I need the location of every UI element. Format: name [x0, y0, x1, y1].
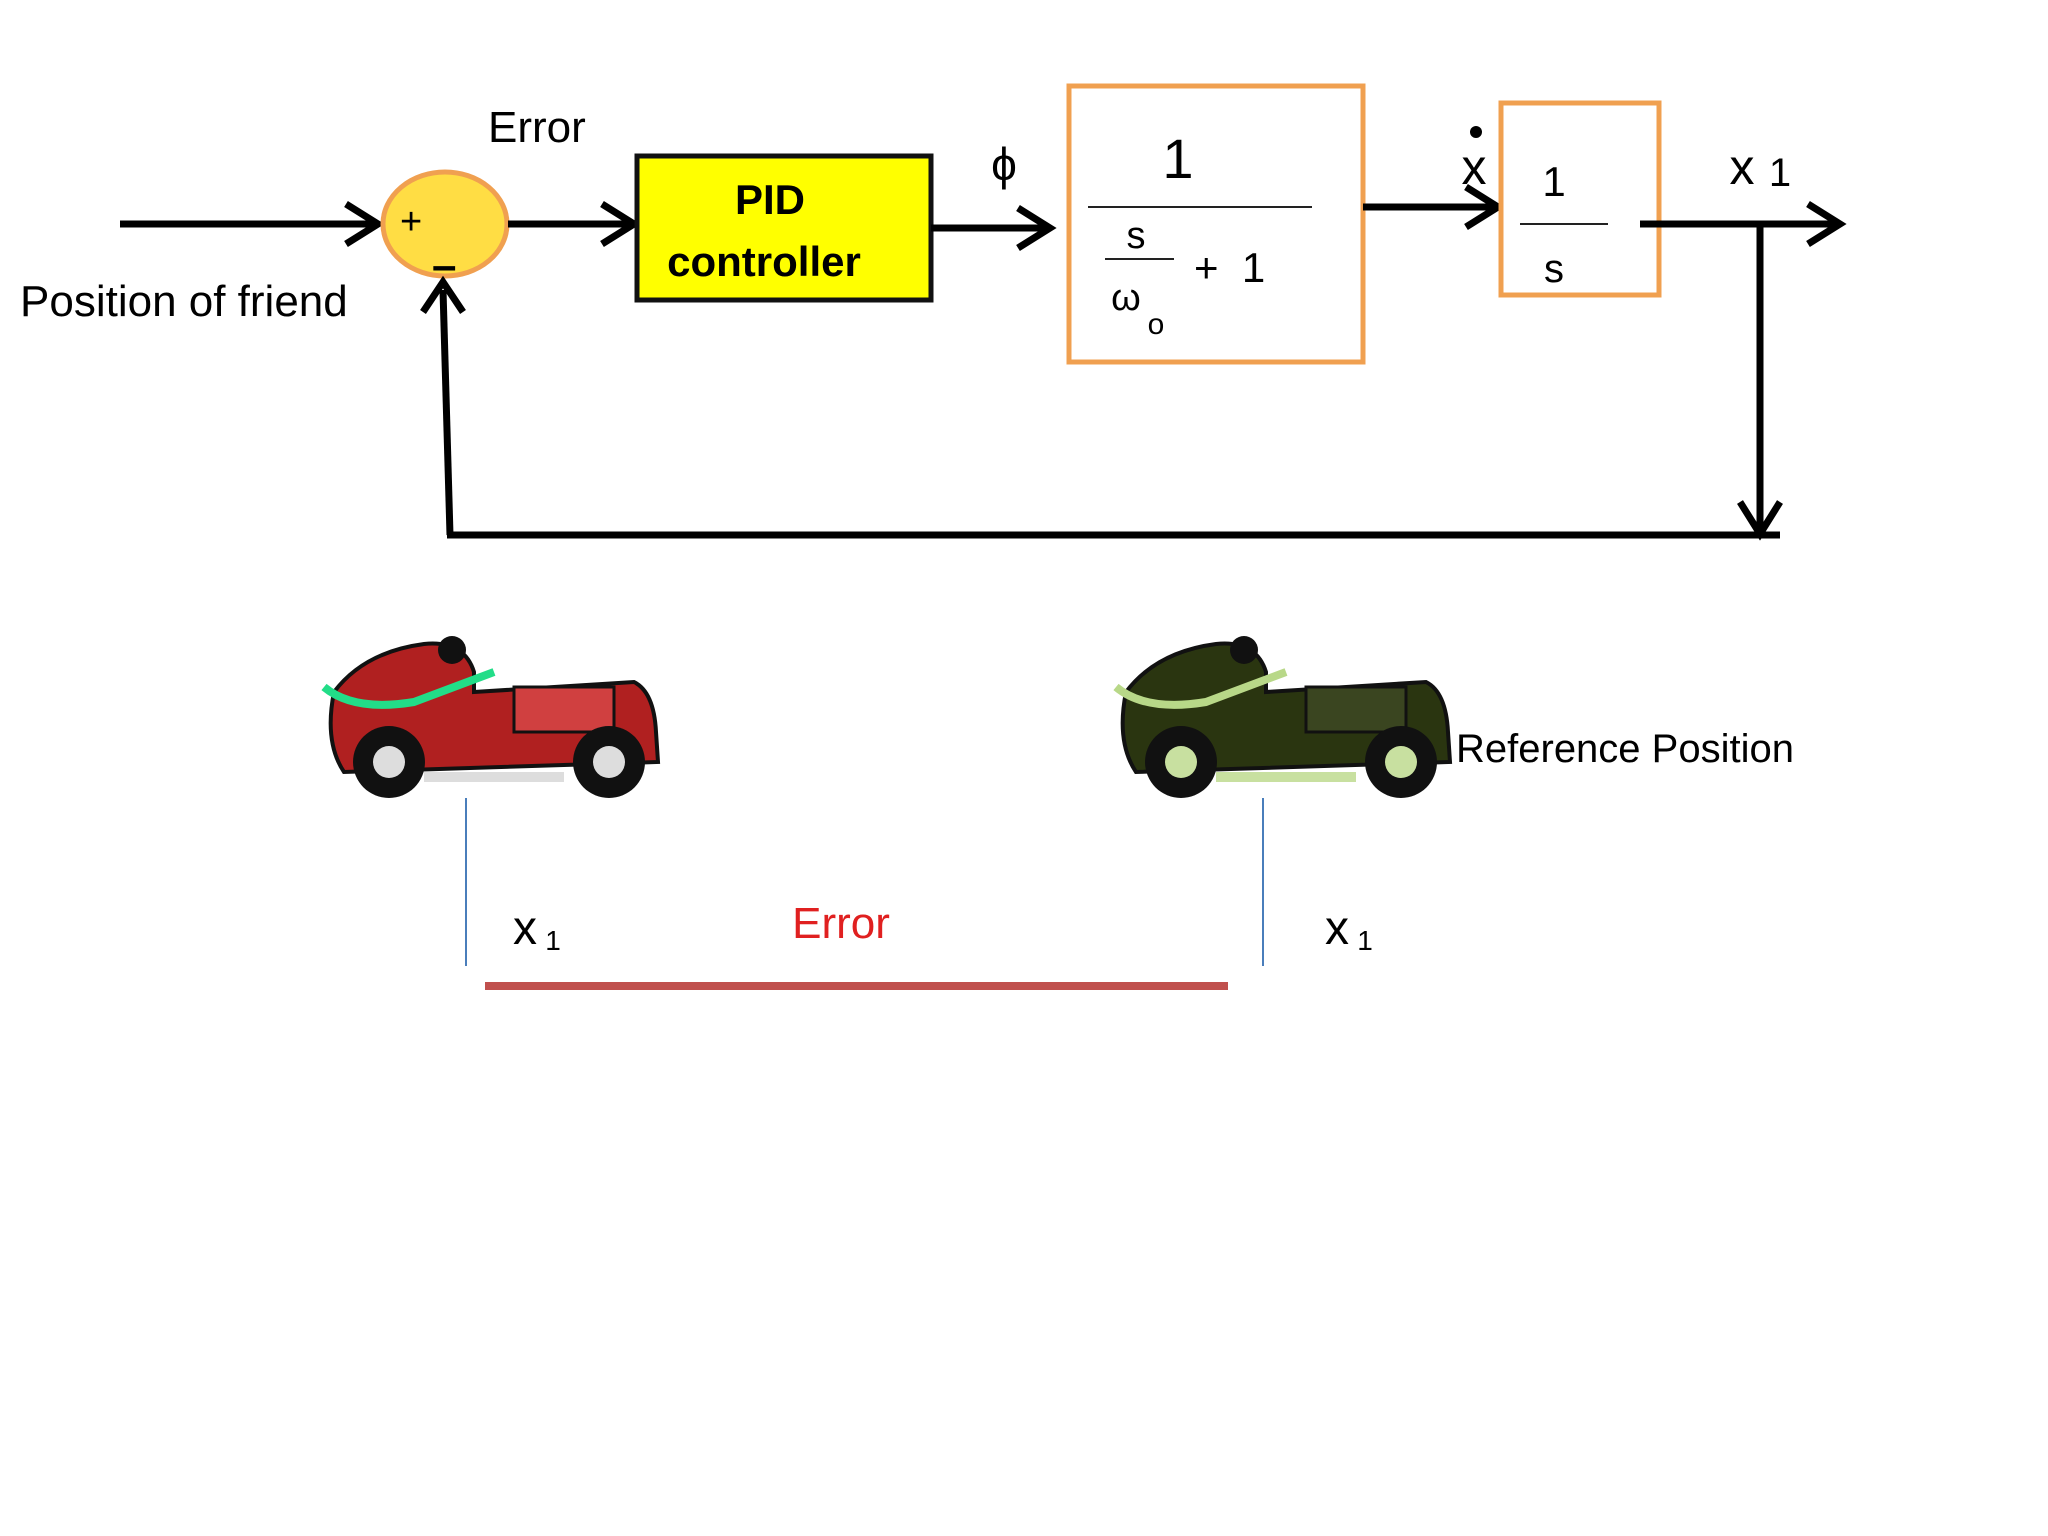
controller-label: controller	[667, 238, 861, 285]
x1-right-sub: 1	[1357, 925, 1373, 956]
plant-s: s	[1127, 215, 1146, 257]
red-car-scarf	[321, 668, 496, 709]
red-car-driver	[438, 636, 466, 664]
plant-plus-one: + 1	[1194, 244, 1265, 291]
plant-omega-sub: o	[1148, 308, 1165, 341]
summing-junction	[380, 169, 510, 279]
feedback-up-line	[439, 289, 454, 536]
dark-car-grille	[1304, 685, 1408, 734]
dark-car-rear-hub	[1165, 746, 1197, 778]
plant-omega: ω	[1111, 277, 1141, 319]
dark-car-running-board	[1216, 772, 1356, 782]
error-label-top: Error	[488, 103, 586, 152]
xdot-dot	[1470, 126, 1482, 138]
input-arrowhead	[344, 201, 385, 247]
integrator-numerator: 1	[1542, 158, 1565, 205]
output-label: x	[1730, 139, 1755, 195]
plant-to-integrator-arrowhead	[1464, 184, 1505, 230]
integrator-block	[1498, 100, 1662, 298]
xdot-label: x	[1462, 139, 1487, 195]
red-car-grille	[512, 685, 616, 734]
plant-numerator: 1	[1162, 127, 1193, 190]
reference-position-label: Reference Position	[1456, 727, 1794, 771]
red-car-front-hub	[593, 746, 625, 778]
phi-label: ϕ	[991, 138, 1017, 190]
error-label-bottom: Error	[792, 899, 890, 948]
summing-plus-sign: +	[400, 201, 422, 243]
output-arrowhead	[1806, 201, 1847, 247]
integrator-denominator: s	[1544, 247, 1564, 291]
dark-car-image	[1113, 636, 1453, 798]
output-label-sub: 1	[1769, 151, 1791, 195]
dark-car-front-hub	[1385, 746, 1417, 778]
plant-block	[1066, 83, 1366, 365]
sum-to-controller-arrowhead	[600, 201, 641, 247]
red-car-running-board	[424, 772, 564, 782]
input-label: Position of friend	[20, 277, 348, 326]
pid-label: PID	[735, 176, 805, 223]
dark-car-driver	[1230, 636, 1258, 664]
red-car-rear-hub	[373, 746, 405, 778]
x1-left-sub: 1	[545, 925, 561, 956]
x1-right-label: x	[1325, 902, 1349, 955]
controller-to-plant-arrowhead	[1016, 205, 1057, 251]
red-car-image	[321, 636, 661, 798]
feedback-up-arrowhead	[420, 275, 466, 314]
x1-left-label: x	[513, 902, 537, 955]
dark-car-scarf	[1113, 668, 1288, 709]
